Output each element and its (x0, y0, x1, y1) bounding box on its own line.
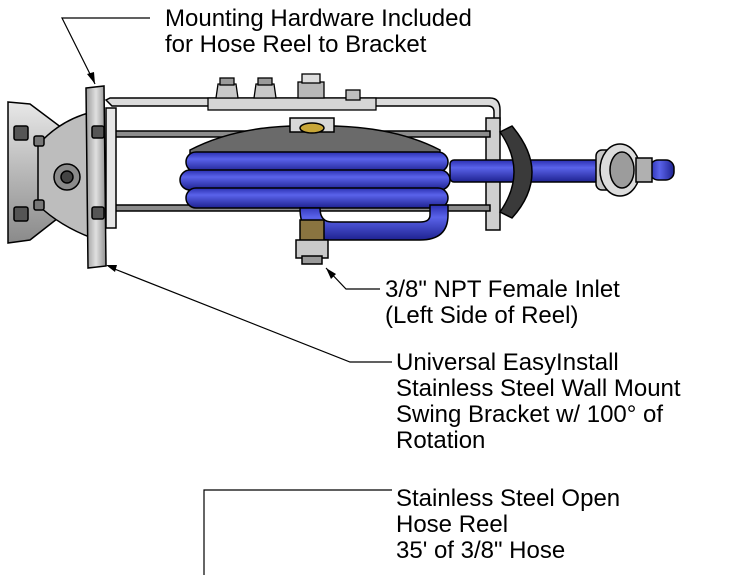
hose-guide (498, 125, 653, 219)
reel-drum (189, 117, 441, 157)
callout-line: for Hose Reel to Bracket (165, 31, 427, 58)
callout-mounting-hardware: Mounting Hardware Included for Hose Reel… (165, 6, 472, 58)
leader-inlet (325, 267, 380, 290)
callout-line: Rotation (396, 427, 486, 454)
leader-hose-reel (203, 489, 392, 575)
callout-line: Stainless Steel Wall Mount (396, 375, 681, 402)
leader-arrowheads (87, 72, 336, 279)
callout-line: Mounting Hardware Included (165, 5, 472, 32)
wall-mount-bracket (7, 85, 107, 269)
callout-line: Swing Bracket w/ 100° of (396, 401, 664, 428)
callout-hose-reel: Stainless Steel Open Hose Reel 35' of 3/… (396, 486, 620, 564)
leader-bracket (111, 267, 392, 363)
callout-line: Hose Reel (396, 511, 509, 538)
callout-line: Universal EasyInstall (396, 349, 619, 376)
callout-bracket: Universal EasyInstall Stainless Steel Wa… (396, 350, 681, 454)
callout-line: 3/8" NPT Female Inlet (385, 276, 620, 303)
female-inlet-fitting (295, 219, 329, 265)
callout-line: 35' of 3/8" Hose (396, 537, 566, 564)
callout-line: Stainless Steel Open (396, 485, 621, 512)
bracket-plate (85, 85, 107, 269)
callout-line: (Left Side of Reel) (385, 302, 579, 329)
top-mounting-hardware (207, 73, 377, 111)
leader-mounting-hardware (61, 17, 150, 85)
callout-inlet: 3/8" NPT Female Inlet (Left Side of Reel… (385, 277, 620, 329)
